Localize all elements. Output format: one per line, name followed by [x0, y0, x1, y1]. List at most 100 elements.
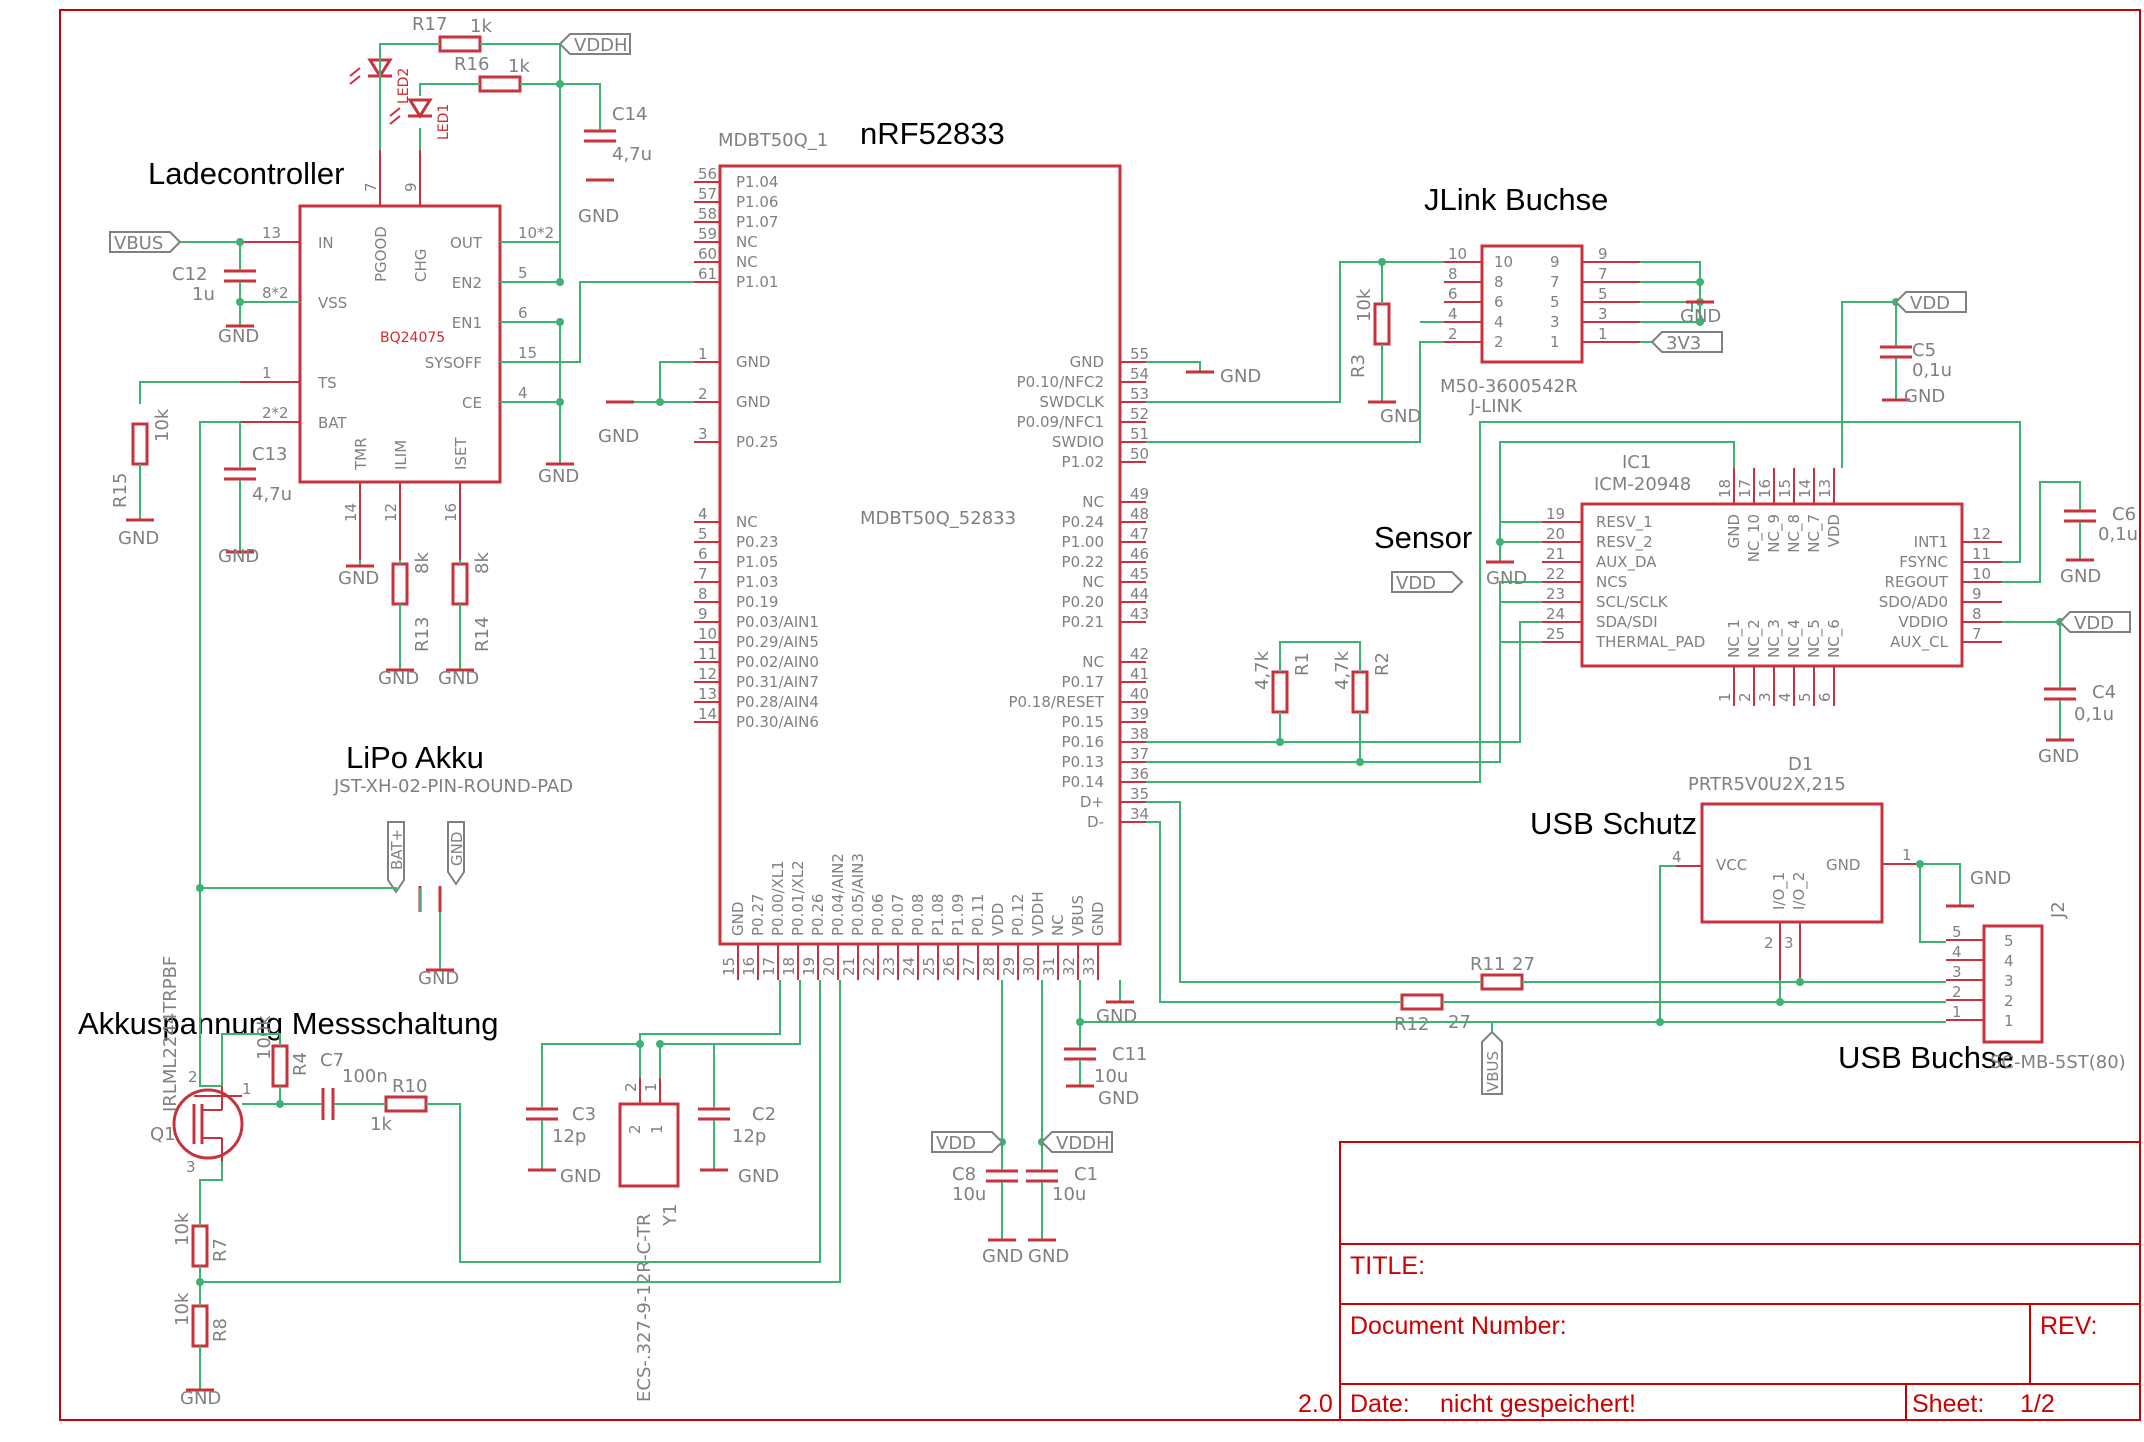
resistor-r16	[478, 75, 522, 93]
net-wire	[659, 361, 694, 402]
mcu-pin-num: 58	[698, 205, 717, 223]
mcu-pin-num: 4	[698, 505, 708, 523]
net-junction	[1076, 1018, 1084, 1026]
gnd-symbol-label: GND	[1028, 1246, 1069, 1267]
sensor-pin-num: 16	[1756, 479, 1774, 498]
mcu-pin-num: 9	[698, 605, 708, 623]
charger-value: BQ24075	[380, 330, 445, 346]
sensor-pin-name: NC_1	[1725, 619, 1744, 658]
net-wire	[1499, 581, 1542, 643]
flag-vdd-ncs	[1391, 571, 1464, 593]
flag-bat-gnd-label: GND	[448, 832, 466, 866]
docnum-label: Document Number:	[1350, 1312, 1567, 1340]
mcu-pin-name: GND	[1089, 902, 1107, 936]
date-value: nicht gespeichert!	[1440, 1390, 1636, 1418]
led-1-ref: LED1	[436, 104, 452, 140]
mcu-pin-num: 49	[1130, 485, 1149, 503]
charger-pin-num: 4	[518, 384, 528, 402]
gnd-symbol-label: GND	[1380, 406, 1421, 427]
mcu-pin-num: 16	[740, 957, 758, 976]
title-usb-protect: USB Schutz	[1530, 806, 1697, 841]
mcu-pin-name: P0.18/RESET	[1008, 693, 1104, 711]
mcu-pin-num: 27	[960, 957, 978, 976]
net-junction	[196, 884, 204, 892]
net-wire	[1279, 641, 1361, 672]
q1-pin1: 1	[242, 1080, 252, 1098]
flag-vdd-ncs-label: VDD	[1396, 573, 1436, 594]
jlink-value: M50-3600542R	[1440, 376, 1578, 397]
mcu-pin-num: 5	[698, 525, 708, 543]
gnd-symbol-label: GND	[118, 528, 159, 549]
mcu-pin-num: 61	[698, 265, 717, 283]
net-junction	[1656, 1018, 1664, 1026]
jlink-pin-num: 9	[1598, 245, 1608, 263]
mcu-pin-name: NC	[736, 233, 758, 251]
resistor-r17	[438, 35, 482, 53]
mcu-pin-name: P1.04	[736, 173, 778, 191]
gnd-symbol-label: GND	[598, 426, 639, 447]
net-junction	[1796, 978, 1804, 986]
net-wire	[1919, 864, 1946, 943]
title-mcu: nRF52833	[860, 116, 1005, 151]
mcu-pin-num: 42	[1130, 645, 1149, 663]
net-wire	[1146, 341, 1444, 443]
net-junction	[1696, 278, 1704, 286]
y1-ref: Y1	[660, 1204, 681, 1227]
mcu-pin-num: 8	[698, 585, 708, 603]
mcu-pin-num: 12	[698, 665, 717, 683]
sensor-pin-num: 14	[1796, 479, 1814, 498]
mcu-pin-name: D-	[1087, 813, 1104, 831]
charger-pin-num: 10*2	[518, 224, 554, 242]
sensor-ref: IC1	[1622, 452, 1651, 473]
mcu-pin-num: 28	[980, 957, 998, 976]
sensor-pin-num: 23	[1546, 585, 1565, 603]
net-junction	[656, 1040, 664, 1048]
sensor-pin-name: NC_8	[1785, 514, 1804, 553]
mcu-pin-num: 43	[1130, 605, 1149, 623]
j2-pin-num: 3	[1952, 963, 1962, 981]
gnd-symbol-label: GND	[378, 668, 419, 689]
jlink-pin-num: 10	[1448, 245, 1467, 263]
title-jlink: JLink Buchse	[1424, 182, 1608, 217]
net-junction	[1356, 758, 1364, 766]
resistor-r12-ref: R12	[1394, 1014, 1429, 1035]
resistor-r3-value: 10k	[1354, 288, 1375, 322]
mcu-pin-num: 44	[1130, 585, 1149, 603]
capacitor-c1-value: 10u	[1052, 1184, 1086, 1205]
sensor-pin-name: NC_9	[1765, 514, 1784, 553]
charger-pin-num: 15	[518, 344, 537, 362]
mcu-pin-name: P0.03/AIN1	[736, 613, 819, 631]
net-wire	[1146, 261, 1444, 403]
resistor-r10	[384, 1095, 428, 1113]
resistor-r12	[1400, 993, 1444, 1011]
capacitor-c13-ref: C13	[252, 444, 287, 465]
d1-ref: D1	[1788, 754, 1813, 775]
net-junction	[236, 238, 244, 246]
jlink-pin-inner: 1	[1550, 333, 1560, 351]
net-junction	[1916, 860, 1924, 868]
y1-pin2: 2	[622, 1082, 640, 1092]
mcu-pin-num: 36	[1130, 765, 1149, 783]
jlink-pin-num: 6	[1448, 285, 1458, 303]
sensor-pin-num: 17	[1736, 479, 1754, 498]
mcu-pin-num: 21	[840, 957, 858, 976]
sensor-pin-name: THERMAL_PAD	[1595, 633, 1705, 652]
sensor-pin-num: 2	[1736, 692, 1754, 702]
resistor-r16-ref: R16	[454, 54, 489, 75]
net-wire	[199, 1162, 223, 1226]
jlink-pin-inner: 8	[1494, 273, 1504, 291]
resistor-r8-ref: R8	[210, 1318, 231, 1342]
resistor-r4	[271, 1044, 289, 1088]
mcu-pin-num: 30	[1020, 957, 1038, 976]
mcu-pin-num: 57	[698, 185, 717, 203]
charger-pin-name: CHG	[412, 249, 430, 282]
resistor-r3-ref: R3	[1348, 354, 1369, 378]
mcu-pin-name: P0.25	[736, 433, 778, 451]
sensor-pin-num: 13	[1816, 479, 1834, 498]
sensor-pin-name: NC_4	[1785, 619, 1804, 658]
mcu-pin-name: P0.22	[1062, 553, 1104, 571]
net-wire	[221, 1033, 281, 1086]
jlink-ref: J-LINK	[1469, 396, 1523, 417]
charger-pin-num: 1	[262, 364, 272, 382]
